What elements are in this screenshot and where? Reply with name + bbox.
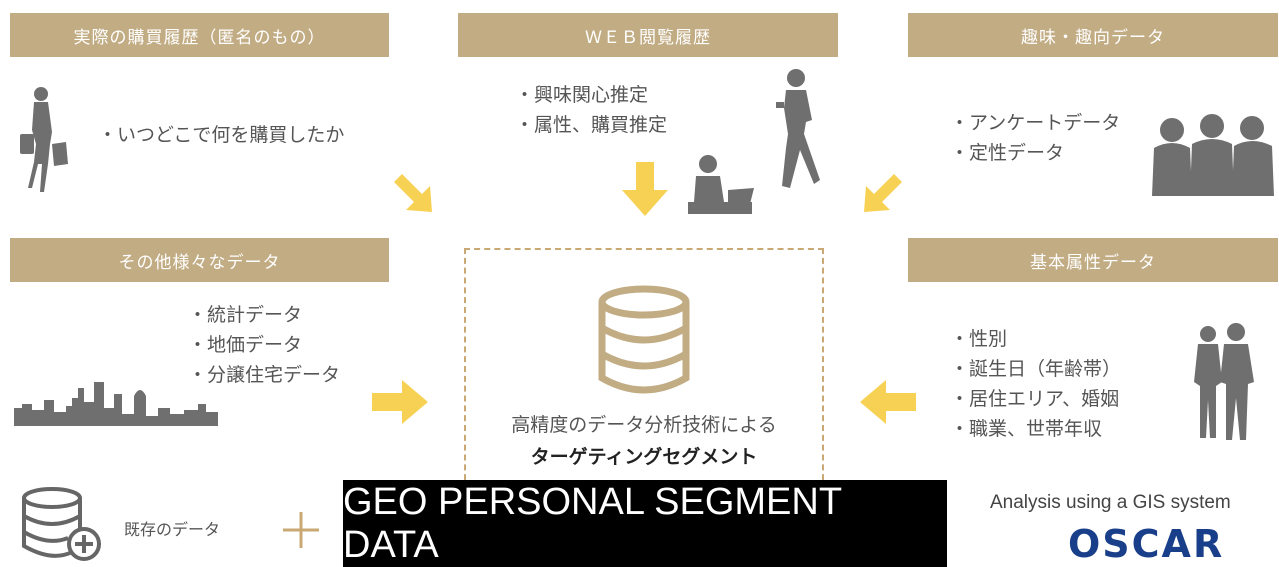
header-other-data: その他様々なデータ (10, 238, 389, 282)
list-item: ・性別 (950, 328, 1008, 350)
other-list: ・統計データ ・地価データ ・分譲住宅データ (188, 300, 340, 390)
list-item: ・興味関心推定 (515, 84, 649, 106)
oscar-logo: OSCAR (1068, 522, 1225, 566)
web-list: ・興味関心推定 ・属性、購買推定 (515, 80, 667, 140)
list-item: ・誕生日（年齢帯） (950, 358, 1122, 380)
arrow-icon (394, 174, 432, 212)
arrow-icon (372, 380, 428, 424)
header-web-history: ＷＥＢ閲覧履歴 (458, 13, 838, 57)
list-item: ・いつどこで何を購買したか (98, 124, 345, 146)
basic-list: ・性別 ・誕生日（年齢帯） ・居住エリア、婚姻 ・職業、世帯年収 (950, 324, 1121, 444)
existing-data-label: 既存のデータ (124, 520, 221, 539)
group-talking-icon (1152, 114, 1274, 196)
header-hobby-data: 趣味・趣向データ (908, 13, 1278, 57)
woman-shopping-icon (20, 87, 68, 192)
center-text-line1: 高精度のデータ分析技術による (511, 414, 777, 436)
arrow-icon (864, 174, 902, 212)
list-item: ・属性、購買推定 (515, 114, 668, 136)
plus-icon (283, 512, 319, 548)
database-icon (598, 285, 690, 394)
center-text-line2: ターゲティングセグメント (530, 446, 758, 468)
person-laptop-icon (688, 155, 754, 214)
arrow-icon (622, 162, 668, 216)
couple-icon (1194, 323, 1254, 440)
purchase-list: ・いつどこで何を購買したか (98, 120, 344, 150)
header-basic-attributes: 基本属性データ (908, 238, 1278, 282)
arrow-icon (860, 380, 916, 424)
product-banner: GEO PERSONAL SEGMENT DATA (343, 480, 947, 567)
database-add-icon (22, 487, 101, 561)
list-item: ・定性データ (950, 142, 1065, 164)
city-skyline-icon (14, 382, 218, 426)
list-item: ・統計データ (188, 304, 303, 326)
analysis-caption: Analysis using a GIS system (990, 492, 1231, 513)
list-item: ・職業、世帯年収 (950, 418, 1103, 440)
list-item: ・分譲住宅データ (188, 364, 341, 386)
person-walking-phone-icon (776, 69, 820, 188)
list-item: ・アンケートデータ (950, 112, 1121, 134)
list-item: ・地価データ (188, 334, 303, 356)
list-item: ・居住エリア、婚姻 (950, 388, 1120, 410)
header-purchase-history: 実際の購買履歴（匿名のもの） (10, 13, 389, 57)
hobby-list: ・アンケートデータ ・定性データ (950, 108, 1120, 168)
